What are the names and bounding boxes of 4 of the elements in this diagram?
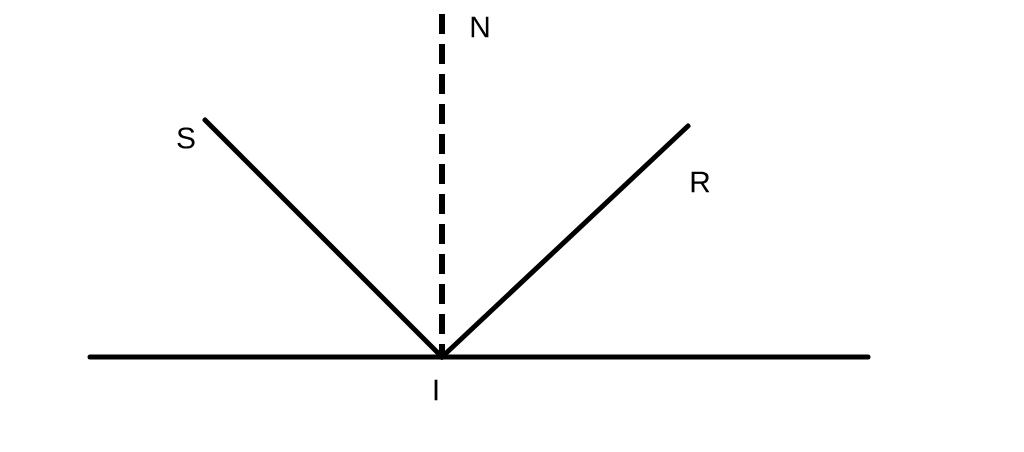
point-label: I <box>434 379 438 401</box>
point-label: S <box>177 127 195 149</box>
point-label: R <box>691 171 710 193</box>
point-label: N <box>471 16 489 38</box>
